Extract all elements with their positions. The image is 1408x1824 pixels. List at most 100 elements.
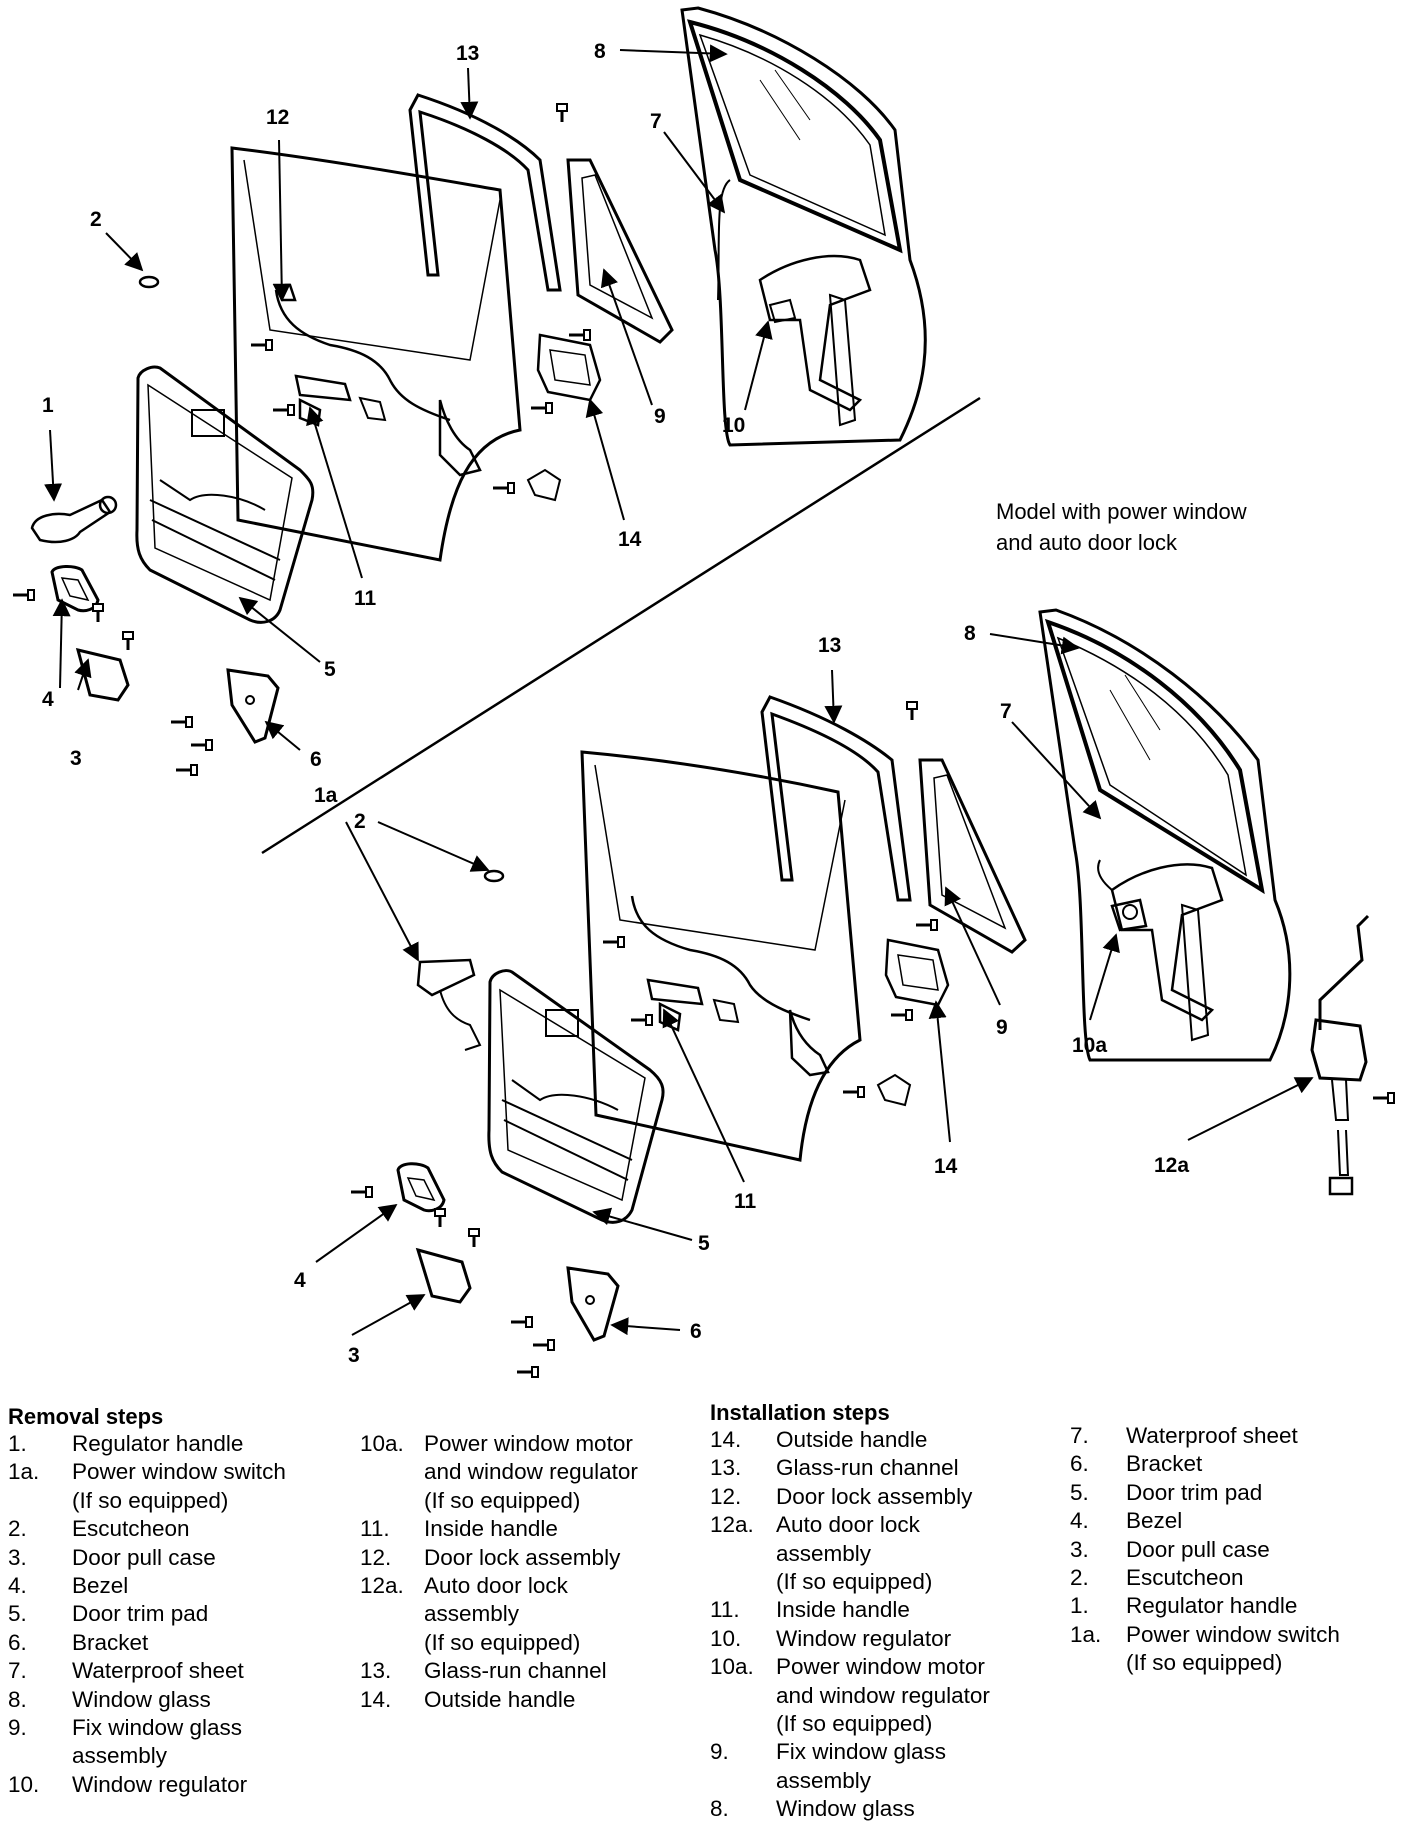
label-top-2: 2 (90, 208, 102, 231)
bottom-assembly (349, 608, 1396, 1379)
step-text-line: Fix window glass (72, 1715, 243, 1741)
step-item: 6.Bracket (8, 1629, 348, 1657)
step-text: Glass-run channel (776, 1454, 1050, 1482)
label-top-7: 7 (650, 110, 662, 133)
exploded-door-diagram: 1 2 3 4 5 6 7 8 9 10 11 12 13 14 (11, 6, 1396, 1379)
step-number: 10. (8, 1771, 40, 1797)
step-text-line: assembly (776, 1540, 872, 1566)
step-number: 4. (8, 1573, 27, 1599)
step-text-line: Glass-run channel (776, 1455, 959, 1481)
step-text-line: (If so equipped) (424, 1487, 581, 1513)
step-text-line: Door lock assembly (424, 1544, 621, 1570)
step-text-line: Outside handle (424, 1686, 576, 1712)
step-item: 11.Inside handle (710, 1596, 1050, 1624)
bottom-leaders (315, 633, 1314, 1336)
step-item: 8.Window glass (710, 1795, 1050, 1823)
step-item: 1a.Power window switch(If so equipped) (1070, 1621, 1400, 1678)
step-text-line: Regulator handle (72, 1431, 244, 1456)
step-text-line: Power window switch (1126, 1621, 1340, 1647)
step-item: 12.Door lock assembly (360, 1544, 700, 1572)
step-number: 5. (1070, 1479, 1089, 1505)
step-number: 4. (1070, 1508, 1089, 1534)
step-item: 4.Bezel (8, 1572, 348, 1600)
step-item: 1. Regulator handle (8, 1430, 348, 1458)
step-text-line: Door pull case (72, 1544, 216, 1570)
top-leaders (44, 44, 773, 751)
label-top-11: 11 (354, 587, 377, 610)
top-labels: 1 2 3 4 5 6 7 8 9 10 11 12 13 14 (42, 40, 745, 771)
step-item: 3. Door pull case (8, 1544, 348, 1572)
step-number: 6. (1070, 1451, 1089, 1477)
label-top-9: 9 (654, 405, 666, 428)
label-bottom-6: 6 (690, 1320, 702, 1343)
step-text-line: Escutcheon (1126, 1565, 1244, 1591)
step-item: 7.Waterproof sheet (8, 1657, 348, 1685)
step-number: 13. (710, 1455, 742, 1481)
step-number: 3. (8, 1544, 27, 1570)
label-bottom-13: 13 (818, 634, 841, 657)
step-number: 13. (360, 1658, 392, 1684)
label-bottom-7: 7 (1000, 700, 1012, 723)
step-item: 14.Outside handle (710, 1426, 1050, 1454)
step-number: 9. (8, 1715, 27, 1741)
step-number: 1a. (8, 1459, 40, 1485)
step-text-line: (If so equipped) (776, 1569, 933, 1595)
step-text-line: and window regulator (424, 1459, 638, 1485)
step-text-line: Power window motor (424, 1431, 633, 1456)
step-number: 10. (710, 1625, 742, 1651)
step-text-line: Escutcheon (72, 1516, 190, 1542)
step-text: Window regulator (72, 1771, 348, 1799)
step-text-line: Bezel (1126, 1508, 1183, 1534)
step-text: Bracket (1126, 1450, 1400, 1478)
step-number: 1. (8, 1431, 27, 1456)
step-text-line: Bracket (72, 1629, 149, 1655)
step-text-line: Waterproof sheet (72, 1658, 244, 1684)
step-item: 14.Outside handle (360, 1686, 700, 1714)
label-bottom-12a: 12a (1154, 1154, 1189, 1177)
step-text: Inside handle (424, 1515, 700, 1543)
step-text-line: Window glass (72, 1686, 211, 1712)
step-text: Window glass (72, 1686, 348, 1714)
step-item: 1a.Power window switch(If so equipped) (8, 1458, 348, 1515)
step-text: Regulator handle (1126, 1592, 1400, 1620)
step-text-line: Regulator handle (1126, 1593, 1298, 1619)
label-top-14: 14 (618, 528, 642, 551)
step-text-line: Window regulator (776, 1625, 952, 1651)
step-text: Door pull case (1126, 1536, 1400, 1564)
step-text-line: Outside handle (776, 1427, 928, 1452)
label-top-5: 5 (324, 658, 336, 681)
step-text-line: Bracket (1126, 1451, 1203, 1477)
label-top-8: 8 (594, 40, 606, 63)
step-text-line: Power window switch (72, 1459, 286, 1485)
step-number: 12. (710, 1483, 742, 1509)
label-top-10: 10 (722, 414, 745, 437)
step-text-line: Auto door lock (424, 1573, 568, 1599)
step-item: 2.Escutcheon (1070, 1564, 1400, 1592)
step-text: Door trim pad (1126, 1479, 1400, 1507)
step-number: 11. (360, 1516, 390, 1542)
step-item: 12.Door lock assembly (710, 1483, 1050, 1511)
separator-line (261, 396, 981, 855)
step-number: 12a. (360, 1573, 404, 1599)
step-text: Power window switch(If so equipped) (1126, 1621, 1400, 1678)
step-item: 11. Inside handle (360, 1515, 700, 1543)
step-number: 8. (8, 1686, 27, 1712)
step-number: 7. (1070, 1423, 1089, 1448)
label-bottom-8: 8 (964, 622, 976, 645)
step-item: 10. Window regulator (710, 1625, 1050, 1653)
step-text: Waterproof sheet (72, 1657, 348, 1685)
step-item: 5. Door trim pad (1070, 1479, 1400, 1507)
step-text: Bracket (72, 1629, 348, 1657)
caption-line-1: Model with power window (996, 499, 1247, 524)
step-number: 12a. (710, 1512, 754, 1538)
label-bottom-3: 3 (348, 1344, 360, 1367)
step-text-line: assembly (776, 1767, 872, 1793)
